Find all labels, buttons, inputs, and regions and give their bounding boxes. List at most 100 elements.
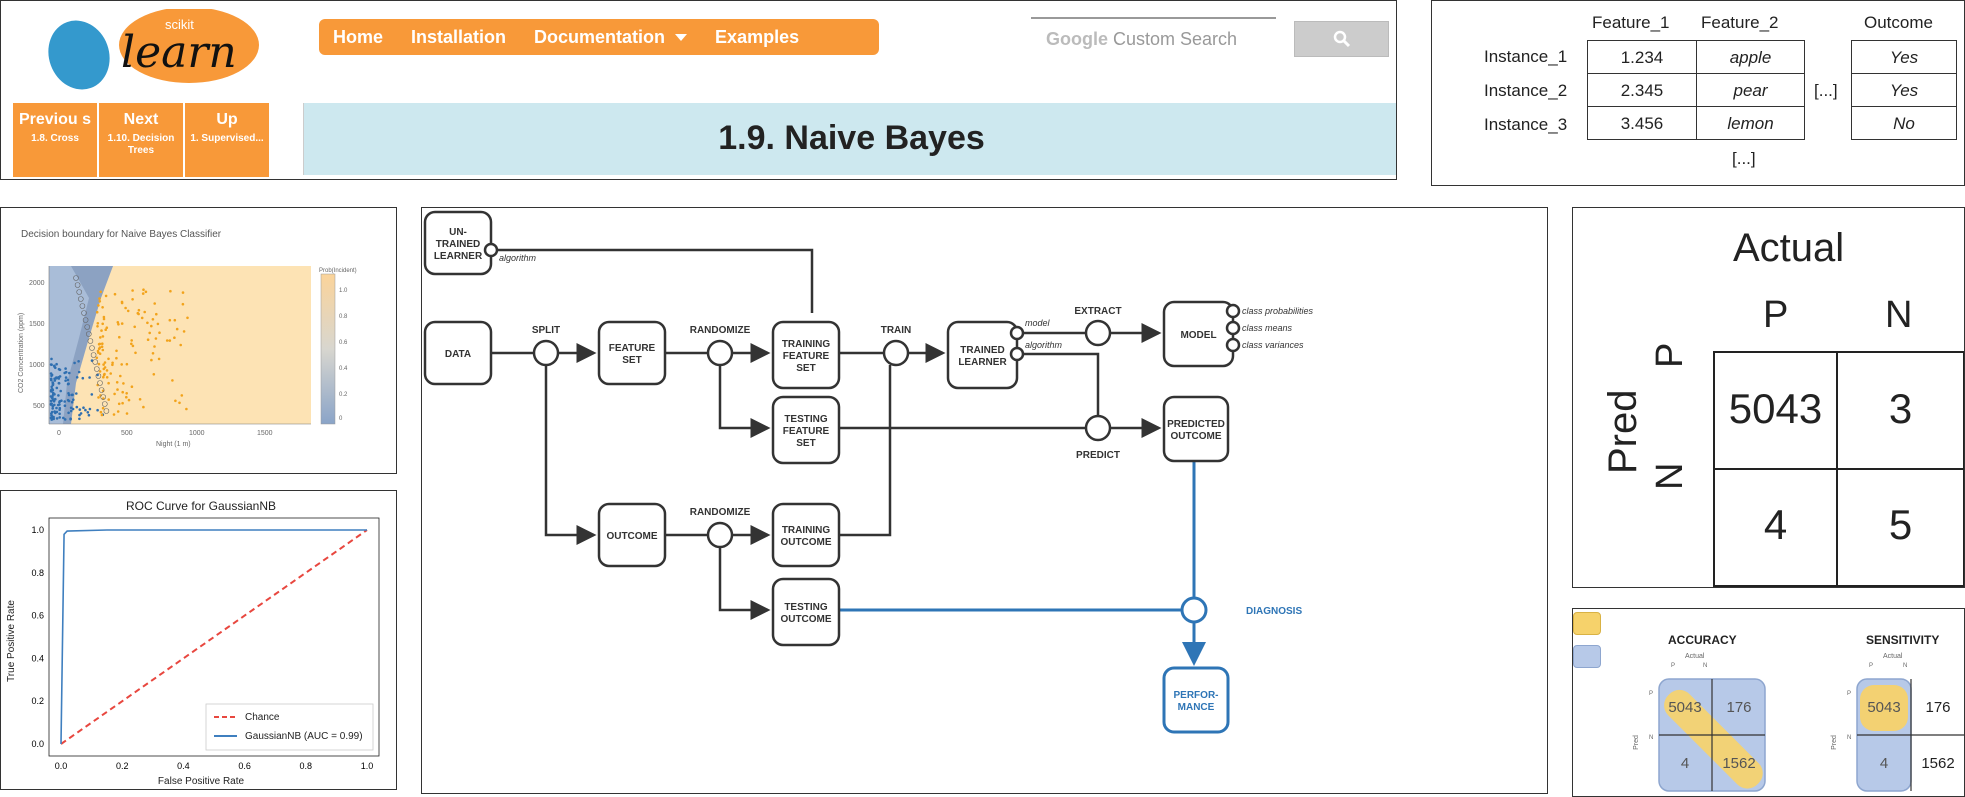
point-negative xyxy=(56,403,60,407)
accuracy-col-n: N xyxy=(1703,663,1708,669)
point-positive xyxy=(185,407,188,411)
point-negative xyxy=(55,410,59,414)
chevron-down-icon[interactable] xyxy=(675,33,688,41)
point-positive xyxy=(102,375,105,379)
label-predict: PREDICT xyxy=(1076,450,1120,461)
roc-x-label: False Positive Rate xyxy=(158,776,245,787)
cell-fp: 3 xyxy=(1888,385,1913,432)
up-sub: 1. Supervised... xyxy=(190,133,264,144)
node-label: MODEL xyxy=(1180,330,1216,341)
sens-cell-tp: 5043 xyxy=(1867,699,1900,716)
point-positive xyxy=(154,337,158,340)
point-negative xyxy=(60,399,63,402)
point-positive xyxy=(118,335,121,339)
boundary-marker xyxy=(94,366,100,372)
cb-tick: 0.8 xyxy=(339,314,348,320)
cell-feature-2: pear xyxy=(1696,73,1805,107)
point-positive xyxy=(101,406,105,410)
point-positive xyxy=(100,413,104,417)
point-positive xyxy=(102,373,106,377)
search-button[interactable] xyxy=(1294,21,1389,57)
nav-home[interactable]: Home xyxy=(333,26,384,47)
nav-installation[interactable]: Installation xyxy=(411,26,507,47)
point-positive xyxy=(180,394,184,397)
sklearn-logo[interactable]: scikit learn xyxy=(39,7,269,94)
sens-cell-tn: 1562 xyxy=(1921,755,1954,772)
point-negative xyxy=(53,403,56,407)
point-positive xyxy=(102,315,106,319)
sensitivity-title: SENSITIVITY xyxy=(1866,633,1940,647)
search-icon xyxy=(1333,30,1351,48)
point-positive xyxy=(142,405,145,409)
point-negative xyxy=(49,403,53,406)
point-positive xyxy=(151,352,155,355)
label-randomize-2: RANDOMIZE xyxy=(690,507,751,518)
point-positive xyxy=(105,376,109,379)
point-negative xyxy=(51,388,55,392)
accuracy-row-n: N xyxy=(1649,735,1654,741)
point-positive xyxy=(101,322,104,326)
prev-link[interactable]: Previou s 1.8. Cross xyxy=(13,103,97,177)
next-link[interactable]: Next 1.10. Decision Trees xyxy=(99,103,183,177)
point-positive xyxy=(101,335,105,338)
point-negative xyxy=(55,362,58,366)
boundary-marker xyxy=(97,380,103,386)
label-randomize-1: RANDOMIZE xyxy=(690,325,751,336)
sklearn-logo-icon: scikit learn xyxy=(48,7,259,90)
point-negative xyxy=(51,407,54,410)
prev-sub: 1.8. Cross xyxy=(31,133,79,144)
point-negative xyxy=(84,408,87,412)
point-negative xyxy=(57,381,61,385)
point-negative xyxy=(53,379,57,382)
point-negative xyxy=(71,393,74,397)
point-negative xyxy=(57,376,60,379)
search-input[interactable]: Google Custom Search xyxy=(1031,17,1276,57)
point-negative xyxy=(66,382,70,386)
nav-examples[interactable]: Examples xyxy=(715,26,800,47)
x-tick: 1000 xyxy=(189,430,205,437)
point-negative xyxy=(63,371,66,375)
point-negative xyxy=(50,378,53,382)
point-negative xyxy=(70,400,74,404)
point-positive xyxy=(107,381,110,385)
colorbar xyxy=(320,273,336,425)
point-negative xyxy=(86,411,90,414)
roc-ticks: 0.00.00.20.20.40.40.60.60.80.81.01.0 xyxy=(31,525,373,771)
point-positive xyxy=(96,322,100,325)
sens-cell-fp: 176 xyxy=(1925,699,1950,716)
x-tick: 1500 xyxy=(257,430,273,437)
point-positive xyxy=(97,396,100,399)
point-positive xyxy=(99,394,102,397)
roc-legend xyxy=(205,703,374,751)
point-negative xyxy=(75,392,78,395)
y-tick: 2000 xyxy=(29,280,45,287)
header-feature-1: Feature_1 xyxy=(1592,13,1670,32)
point-negative xyxy=(75,376,79,379)
boundary-marker xyxy=(73,275,79,281)
point-positive xyxy=(111,361,114,365)
sensitivity-row-p: P xyxy=(1847,691,1852,697)
point-positive xyxy=(146,338,150,341)
legend-model: GaussianNB (AUC = 0.99) xyxy=(245,731,363,742)
point-positive xyxy=(165,339,169,342)
point-positive xyxy=(104,294,108,298)
up-link[interactable]: Up 1. Supervised... xyxy=(185,103,269,177)
point-positive xyxy=(148,331,151,335)
point-positive xyxy=(142,288,145,291)
prev-label: Previou s xyxy=(18,111,92,128)
point-negative xyxy=(88,407,92,411)
boundary-marker xyxy=(103,408,110,414)
point-positive xyxy=(119,374,122,378)
roc-x-tick: 0.6 xyxy=(238,761,251,771)
nav-documentation[interactable]: Documentation xyxy=(534,26,666,47)
point-negative xyxy=(72,398,75,401)
cb-tick: 1.0 xyxy=(339,288,348,294)
boundary-marker xyxy=(84,324,90,330)
point-negative xyxy=(58,412,61,416)
point-positive xyxy=(143,310,146,314)
